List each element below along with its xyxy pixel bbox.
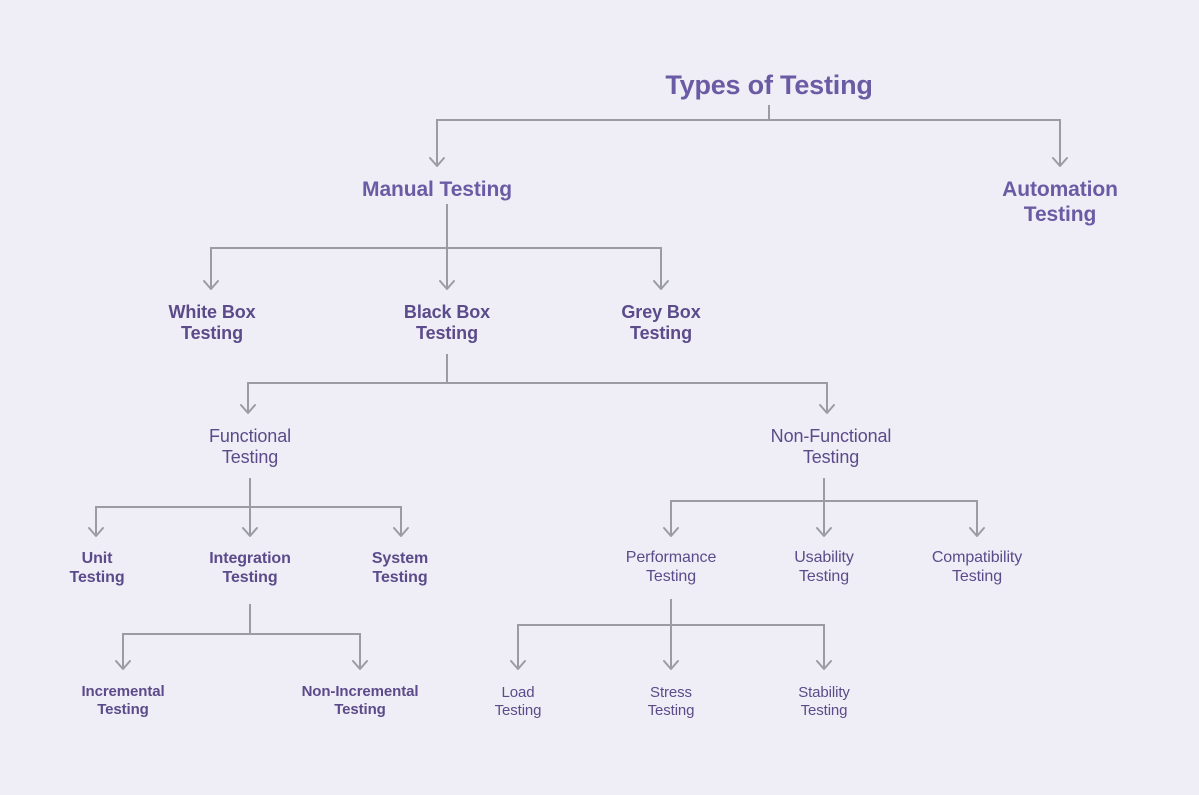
node-usability-testing[interactable]: Usability Testing — [794, 549, 854, 585]
arrowhead-icon-functional — [240, 404, 256, 414]
arrowhead-icon-performance — [663, 527, 679, 537]
arrowhead-icon-greybox — [653, 280, 669, 290]
node-non-incremental-testing[interactable]: Non-Incremental Testing — [301, 683, 419, 718]
arrowhead-icon-whitebox — [203, 280, 219, 290]
arrowhead-icon-nonincremental — [352, 660, 368, 670]
arrowhead-icon-stability — [816, 660, 832, 670]
node-unit-testing[interactable]: Unit Testing — [69, 550, 125, 586]
node-white-box-testing[interactable]: White Box Testing — [168, 302, 256, 344]
arrowhead-icon-stress — [663, 660, 679, 670]
arrowhead-icon-unit — [88, 527, 104, 537]
node-manual-testing[interactable]: Manual Testing — [362, 178, 512, 201]
diagram-title: Types of Testing — [665, 70, 873, 100]
node-automation-testing[interactable]: Automation Testing — [1002, 178, 1118, 226]
arrowhead-icon-load — [510, 660, 526, 670]
node-stress-testing[interactable]: Stress Testing — [647, 684, 695, 719]
node-incremental-testing[interactable]: Incremental Testing — [81, 683, 165, 718]
node-system-testing[interactable]: System Testing — [371, 550, 429, 586]
node-grey-box-testing[interactable]: Grey Box Testing — [621, 302, 701, 344]
node-compatibility-testing[interactable]: Compatibility Testing — [931, 549, 1023, 585]
arrowhead-icon-automation — [1052, 157, 1068, 167]
arrowhead-icon-incremental — [115, 660, 131, 670]
arrowhead-icon-usability — [816, 527, 832, 537]
arrowhead-icon-nonfunctional — [819, 404, 835, 414]
arrowhead-icon-manual — [429, 157, 445, 167]
arrowhead-icon-blackbox — [439, 280, 455, 290]
node-load-testing[interactable]: Load Testing — [494, 684, 542, 719]
node-black-box-testing[interactable]: Black Box Testing — [403, 302, 491, 344]
node-non-functional-testing[interactable]: Non-Functional Testing — [770, 426, 892, 468]
arrowhead-icon-compatibility — [969, 527, 985, 537]
node-integration-testing[interactable]: Integration Testing — [209, 550, 291, 586]
arrowhead-icon-system — [393, 527, 409, 537]
arrowhead-icon-integration — [242, 527, 258, 537]
node-performance-testing[interactable]: Performance Testing — [625, 549, 717, 585]
node-stability-testing[interactable]: Stability Testing — [798, 684, 850, 719]
node-functional-testing[interactable]: Functional Testing — [208, 426, 292, 468]
